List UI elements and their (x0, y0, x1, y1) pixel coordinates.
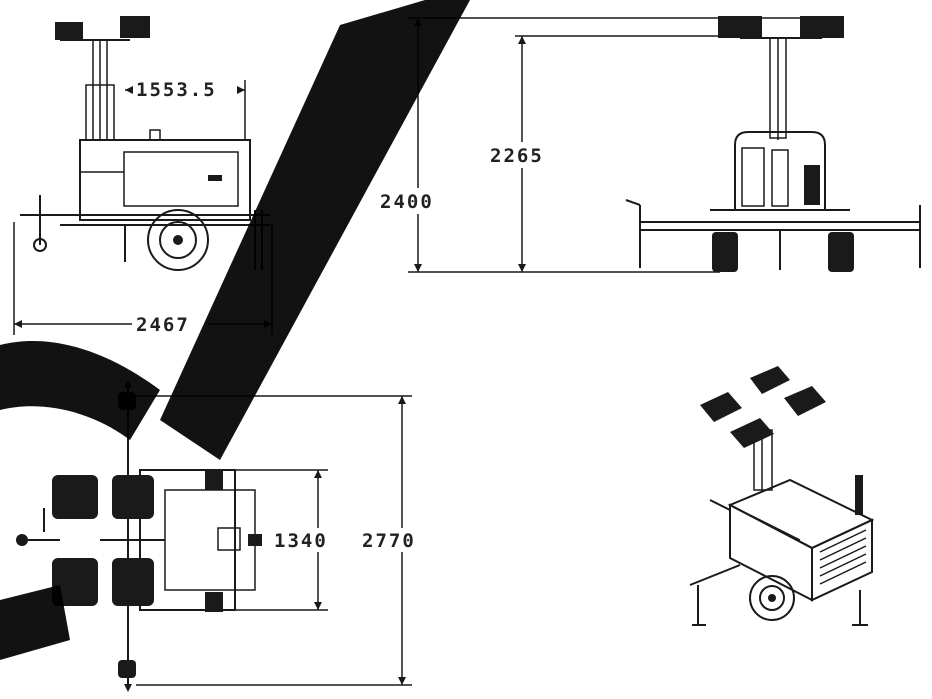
isometric-view (689, 366, 875, 626)
watermark-stroke-3 (0, 585, 70, 660)
side-body (79, 129, 251, 221)
iso-outriggers (689, 499, 868, 626)
iso-mast (753, 429, 773, 491)
front-view: 2400 2265 (378, 16, 921, 273)
front-mast (769, 37, 787, 140)
front-wheels (712, 230, 854, 272)
dim-frame-height: 2265 (488, 35, 720, 272)
watermark (0, 0, 470, 660)
front-lamps (718, 16, 844, 39)
side-view: 1553.5 2467 (13, 16, 273, 336)
dim-max-height: 2400 (378, 17, 840, 273)
iso-body (727, 475, 875, 602)
front-body (734, 131, 826, 211)
dim-overall-length-label: 2770 (362, 530, 416, 552)
dim-frame-height-label: 2265 (490, 145, 544, 167)
side-mast (85, 39, 115, 141)
side-lamps (55, 16, 150, 41)
top-lamps (52, 475, 154, 606)
iso-wheel (749, 575, 795, 621)
watermark-stroke-1 (160, 0, 470, 460)
dim-side-length-label: 2467 (136, 314, 190, 336)
dim-top-width-label: 1553.5 (136, 79, 217, 101)
top-body (139, 469, 262, 612)
top-view: 1340 2770 (16, 380, 440, 692)
dim-top-width: 1553.5 (125, 78, 246, 140)
top-hitch (16, 508, 165, 546)
dim-track-width-label: 1340 (274, 530, 328, 552)
watermark-stroke-2 (0, 341, 160, 440)
dim-track-width: 1340 (236, 469, 350, 611)
dim-overall-length: 2770 (136, 395, 440, 686)
front-outriggers (625, 199, 921, 268)
iso-grille (819, 529, 867, 585)
dim-max-height-label: 2400 (380, 191, 434, 213)
iso-lamps (700, 366, 826, 448)
side-wheel (147, 209, 209, 271)
